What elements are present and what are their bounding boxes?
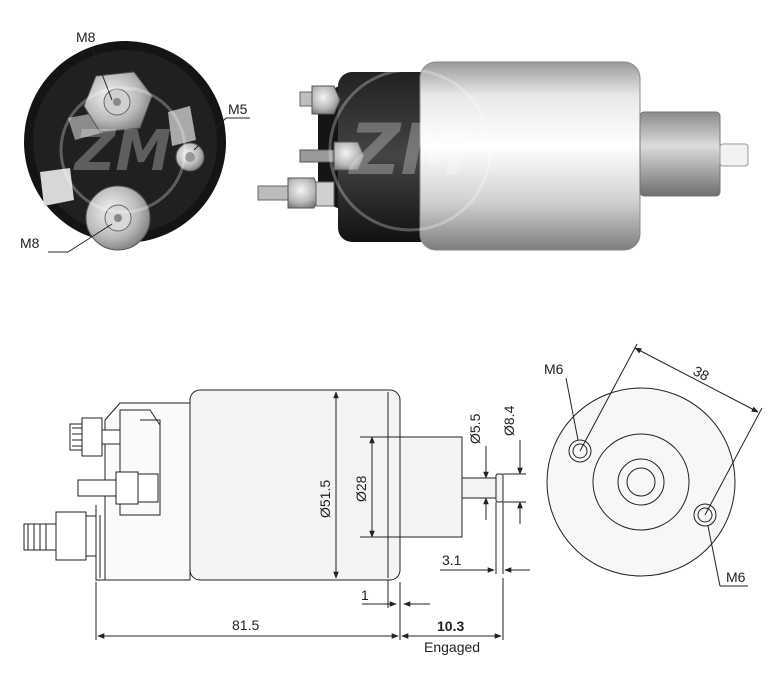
end-flange (546, 387, 736, 577)
drawing-end-view (546, 343, 763, 587)
terminal-strap (40, 168, 74, 206)
m5-terminal (175, 142, 205, 172)
dim-hole-spacing: 38 (691, 363, 712, 385)
m8-bottom-terminal (85, 185, 151, 251)
drawing-plunger-housing (399, 436, 463, 538)
dim-overall-length: 81.5 (232, 617, 259, 633)
plunger-housing (639, 111, 721, 197)
dim-tip-length: 3.1 (442, 552, 462, 568)
dimensions-side (95, 391, 530, 640)
dimension-labels-side: Ø51.5 Ø28 Ø5.5 Ø8.4 3.1 1 81.5 10.3 Enga… (232, 405, 517, 655)
leader-m8-top (91, 47, 113, 101)
label-m5: M5 (228, 101, 248, 117)
photo-terminal-studs (257, 85, 365, 209)
mount-hole-bottom (693, 503, 717, 527)
svg-text:ZM: ZM (73, 119, 171, 184)
label-m6-bottom: M6 (726, 569, 746, 585)
dim-body-diameter: Ø51.5 (317, 480, 333, 518)
photo-front-view: M8 M5 M8 (20, 29, 250, 253)
leader-m5 (193, 117, 227, 151)
drawing-side-view (23, 389, 504, 581)
dim-shaft-diameter: Ø5.5 (467, 413, 483, 444)
drawing-terminal-studs (23, 417, 159, 561)
dim-tip-diameter: Ø8.4 (501, 405, 517, 436)
label-m8-top: M8 (76, 29, 96, 45)
dim-engaged-travel: 10.3 (437, 618, 464, 634)
leader-m6-bottom (707, 525, 721, 587)
dim-bore-diameter: Ø28 (353, 475, 369, 502)
dim-gap: 1 (361, 587, 369, 603)
dim-engaged-label: Engaged (424, 639, 480, 655)
leader-m6-top (565, 377, 579, 441)
label-m6-top: M6 (544, 361, 564, 377)
svg-text:ZM: ZM (348, 109, 470, 191)
photo-side-view (257, 61, 749, 251)
watermark: ZM ZM (59, 68, 492, 232)
dimension-labels-end: 38 M6 M6 (544, 361, 746, 585)
leader-m8-bottom (67, 223, 113, 253)
label-m8-bottom: M8 (20, 235, 40, 251)
mount-hole-top (568, 439, 592, 463)
plunger-tip (719, 143, 749, 167)
